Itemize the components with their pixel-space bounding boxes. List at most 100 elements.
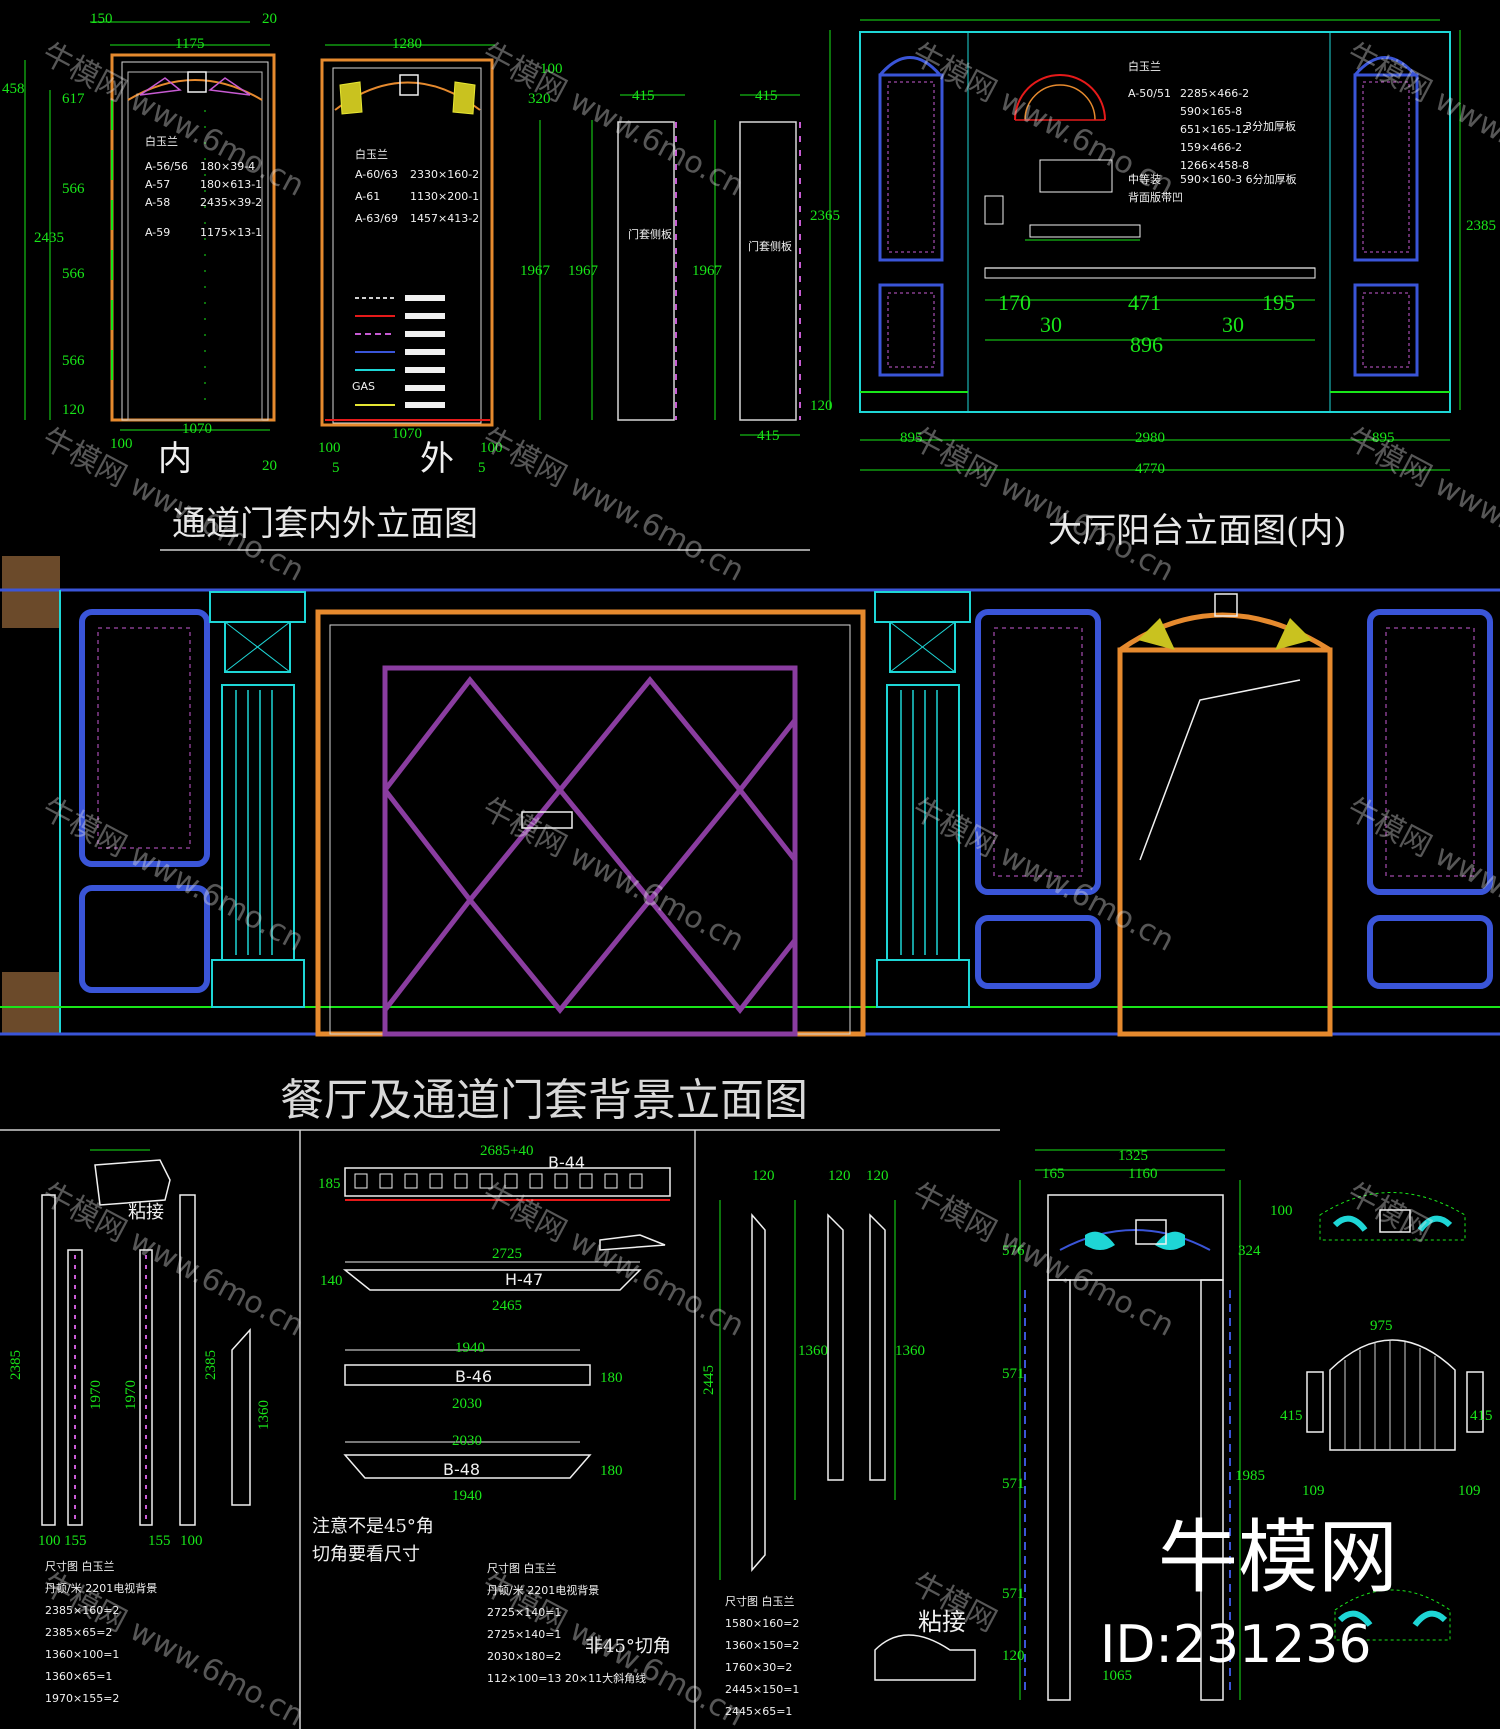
svg-text:415: 415	[1280, 1408, 1303, 1424]
svg-text:2385: 2385	[1466, 218, 1496, 234]
svg-text:1065: 1065	[1102, 1668, 1132, 1684]
moulding-sections: 粘接 2385 1970 1970 2385 1360 100 155 155 …	[8, 1149, 272, 1705]
svg-text:651×165-12: 651×165-12	[1180, 123, 1249, 136]
svg-text:100: 100	[38, 1533, 61, 1549]
svg-text:1360×100=1: 1360×100=1	[45, 1648, 119, 1661]
svg-text:1070: 1070	[182, 421, 212, 437]
svg-text:324: 324	[1238, 1243, 1261, 1259]
size-title-left: 尺寸图 白玉兰	[45, 1559, 115, 1573]
svg-text:895: 895	[900, 430, 923, 446]
horizontal-mouldings: 2685+40 B-44 185 2725 140 H-47 2465 1940…	[312, 1143, 671, 1685]
svg-text:牛模网 www.6mo.cn: 牛模网 www.6mo.cn	[36, 36, 309, 204]
svg-text:尺寸图 白玉兰: 尺寸图 白玉兰	[725, 1594, 795, 1608]
svg-text:2465: 2465	[492, 1298, 522, 1314]
svg-text:571: 571	[1002, 1476, 1025, 1492]
svg-text:1985: 1985	[1235, 1468, 1265, 1484]
svg-text:1325: 1325	[1118, 1148, 1148, 1164]
svg-text:2385×160=2: 2385×160=2	[45, 1604, 119, 1617]
svg-text:140: 140	[320, 1273, 343, 1289]
svg-text:2685+40: 2685+40	[480, 1143, 533, 1159]
svg-text:A-60/63: A-60/63	[355, 168, 398, 181]
svg-text:30: 30	[1222, 312, 1244, 337]
svg-text:1360×65=1: 1360×65=1	[45, 1670, 112, 1683]
svg-text:白玉兰: 白玉兰	[355, 147, 388, 161]
svg-text:2445×150=1: 2445×150=1	[725, 1683, 799, 1696]
svg-text:1360: 1360	[256, 1400, 272, 1430]
door-casing-title: 通道门套内外立面图	[172, 504, 478, 544]
svg-text:20: 20	[262, 458, 277, 474]
svg-text:2725×140=1: 2725×140=1	[487, 1606, 561, 1619]
svg-text:尺寸图 白玉兰: 尺寸图 白玉兰	[487, 1561, 557, 1575]
svg-text:1970: 1970	[88, 1380, 104, 1410]
svg-text:120: 120	[62, 402, 85, 418]
svg-text:895: 895	[1372, 430, 1395, 446]
svg-text:丹顿/米 2201电视背景: 丹顿/米 2201电视背景	[45, 1581, 157, 1595]
svg-text:100: 100	[318, 440, 341, 456]
svg-text:2385: 2385	[203, 1350, 219, 1380]
vertical-bars: 120 120 120 2445 1360 1360 粘接 尺寸图 白玉兰 15…	[701, 1168, 976, 1718]
svg-text:20: 20	[262, 11, 277, 27]
inner-label: 内	[158, 439, 192, 479]
svg-text:1970×155=2: 1970×155=2	[45, 1692, 119, 1705]
svg-text:牛模网 www.6mo.cn: 牛模网 www.6mo.cn	[36, 1176, 309, 1344]
svg-text:2030: 2030	[452, 1433, 482, 1449]
svg-text:1175×13-1: 1175×13-1	[200, 226, 262, 239]
svg-text:120: 120	[866, 1168, 889, 1184]
outer-label: 外	[420, 439, 454, 479]
svg-text:458: 458	[2, 81, 25, 97]
svg-text:195: 195	[1262, 290, 1295, 315]
svg-text:415: 415	[755, 88, 778, 104]
svg-text:1070: 1070	[392, 426, 422, 442]
svg-text:A-59: A-59	[145, 226, 170, 239]
svg-text:2365: 2365	[810, 208, 840, 224]
cut-45-label: 非45°切角	[585, 1636, 671, 1657]
svg-text:1360×150=2: 1360×150=2	[725, 1639, 799, 1652]
svg-text:5: 5	[478, 460, 486, 476]
svg-text:门套侧板: 门套侧板	[748, 239, 792, 253]
svg-text:1175: 1175	[175, 36, 204, 52]
brand-id: ID:231236	[1100, 1615, 1371, 1675]
svg-text:109: 109	[1302, 1483, 1325, 1499]
svg-text:2445: 2445	[701, 1365, 717, 1395]
svg-text:A-56/56: A-56/56	[145, 160, 188, 173]
dimensions-top-right: 170 471 195 30 30 896 895 2980 895 4770 …	[810, 218, 1496, 477]
svg-text:白玉兰: 白玉兰	[1128, 59, 1161, 73]
svg-text:180×613-1: 180×613-1	[200, 178, 262, 191]
svg-text:100: 100	[540, 61, 563, 77]
svg-text:155: 155	[64, 1533, 87, 1549]
svg-text:2385×65=2: 2385×65=2	[45, 1626, 112, 1639]
svg-text:100: 100	[480, 440, 503, 456]
svg-text:1266×458-8: 1266×458-8	[1180, 159, 1249, 172]
brand-logo: 牛模网 ID:231236	[1100, 1511, 1398, 1675]
glue-label-2: 粘接	[918, 1608, 966, 1636]
svg-text:566: 566	[62, 266, 85, 282]
svg-text:415: 415	[757, 428, 780, 444]
svg-text:165: 165	[1042, 1166, 1065, 1182]
dining-background-elevation	[0, 556, 1500, 1037]
svg-text:B-46: B-46	[455, 1367, 492, 1386]
svg-text:155: 155	[148, 1533, 171, 1549]
svg-text:617: 617	[62, 91, 85, 107]
svg-text:100: 100	[180, 1533, 203, 1549]
note-angle-1: 注意不是45°角	[312, 1516, 434, 1537]
svg-text:背面版带凹: 背面版带凹	[1128, 190, 1183, 204]
svg-text:2435: 2435	[34, 230, 64, 246]
svg-text:5: 5	[332, 460, 340, 476]
svg-text:牛模网 www.6mo.cn: 牛模网 www.6mo.cn	[476, 36, 749, 204]
svg-text:571: 571	[1002, 1366, 1025, 1382]
dimensions-top-left: 150 1175 20 1280 458 617 566 2435 566 56…	[2, 11, 840, 476]
svg-text:112×100=13 20×11大斜角线: 112×100=13 20×11大斜角线	[487, 1671, 646, 1685]
svg-text:1280: 1280	[392, 36, 422, 52]
svg-text:门套侧板: 门套侧板	[628, 227, 672, 241]
svg-text:牛模网: 牛模网	[1341, 1176, 1437, 1249]
svg-text:1360: 1360	[798, 1343, 828, 1359]
svg-text:180: 180	[600, 1370, 623, 1386]
svg-text:A-58: A-58	[145, 196, 170, 209]
gas-label: GAS	[352, 380, 375, 393]
svg-text:牛模网 www.6mo.cn: 牛模网 www.6mo.cn	[1341, 36, 1500, 204]
svg-text:3分加厚板: 3分加厚板	[1245, 119, 1296, 133]
svg-text:A-50/51: A-50/51	[1128, 87, 1171, 100]
svg-text:1967: 1967	[568, 263, 599, 279]
svg-text:576: 576	[1002, 1243, 1025, 1259]
